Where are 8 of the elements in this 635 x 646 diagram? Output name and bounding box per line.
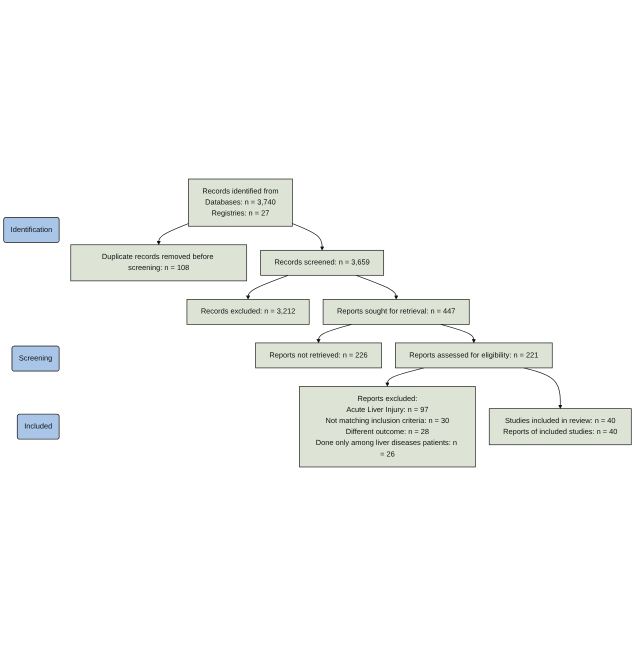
arrow xyxy=(385,368,425,387)
arrow xyxy=(356,274,398,300)
arrow xyxy=(440,324,476,344)
arrow xyxy=(292,223,324,250)
arrow xyxy=(156,223,189,245)
arrow xyxy=(246,274,289,300)
arrow xyxy=(523,368,562,409)
arrow xyxy=(316,324,352,344)
